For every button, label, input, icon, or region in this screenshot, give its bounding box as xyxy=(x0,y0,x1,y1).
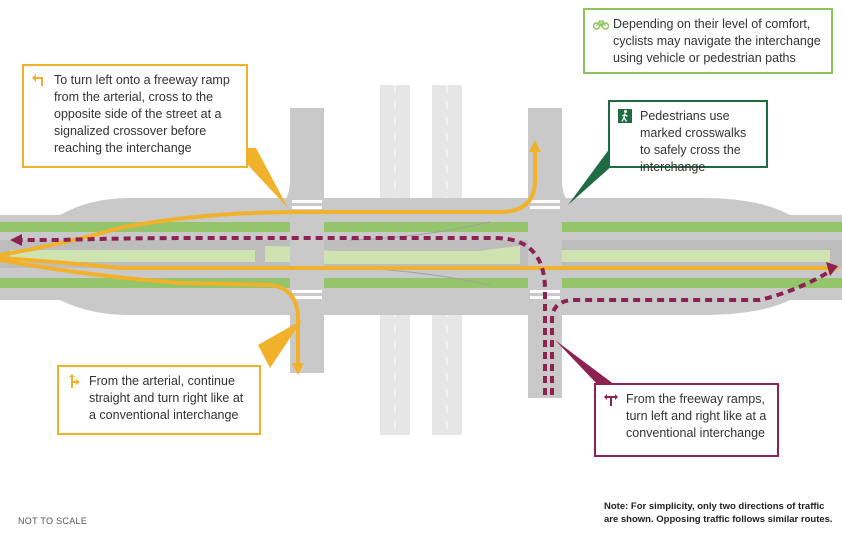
cyclists-callout: Depending on their level of comfort, cyc… xyxy=(583,8,833,74)
freeway-ramps-pointer xyxy=(555,340,615,385)
ramp-routes xyxy=(20,236,834,395)
arterial-arrowhead-down xyxy=(292,363,304,375)
pedestrians-text: Pedestrians use marked crosswalks to saf… xyxy=(640,109,747,174)
pedestrians-callout: Pedestrians use marked crosswalks to saf… xyxy=(608,100,768,174)
left-turn-text: To turn left onto a freeway ramp from th… xyxy=(54,73,230,155)
arterial-routes xyxy=(0,148,832,367)
straight-right-callout: From the arterial, continue straight and… xyxy=(57,365,261,435)
straight-right-text: From the arterial, continue straight and… xyxy=(89,374,244,422)
ramp-arrowhead-right xyxy=(826,262,838,276)
ramp-arrowhead-left xyxy=(10,234,22,246)
left-right-turn-arrow-icon xyxy=(604,394,618,406)
straight-right-pointer xyxy=(258,320,302,368)
left-turn-arrow-icon xyxy=(32,74,43,86)
cyclists-text: Depending on their level of comfort, cyc… xyxy=(613,17,821,65)
pedestrian-icon xyxy=(618,109,632,123)
not-to-scale-label: NOT TO SCALE xyxy=(18,516,88,526)
bicycle-icon xyxy=(593,20,609,30)
note-line-1: Note: For simplicity, only two direction… xyxy=(604,501,825,512)
freeway-ramps-callout: From the freeway ramps, turn left and ri… xyxy=(594,383,779,457)
arterial-arrowhead-up xyxy=(529,140,541,152)
straight-right-arrow-icon xyxy=(69,374,80,388)
arterial-road xyxy=(0,198,842,315)
note-line-2: are shown. Opposing traffic follows simi… xyxy=(604,514,833,525)
freeway-ramps-text: From the freeway ramps, turn left and ri… xyxy=(626,392,767,440)
left-turn-callout: To turn left onto a freeway ramp from th… xyxy=(22,64,248,168)
simplicity-note: Note: For simplicity, only two direction… xyxy=(604,500,836,526)
